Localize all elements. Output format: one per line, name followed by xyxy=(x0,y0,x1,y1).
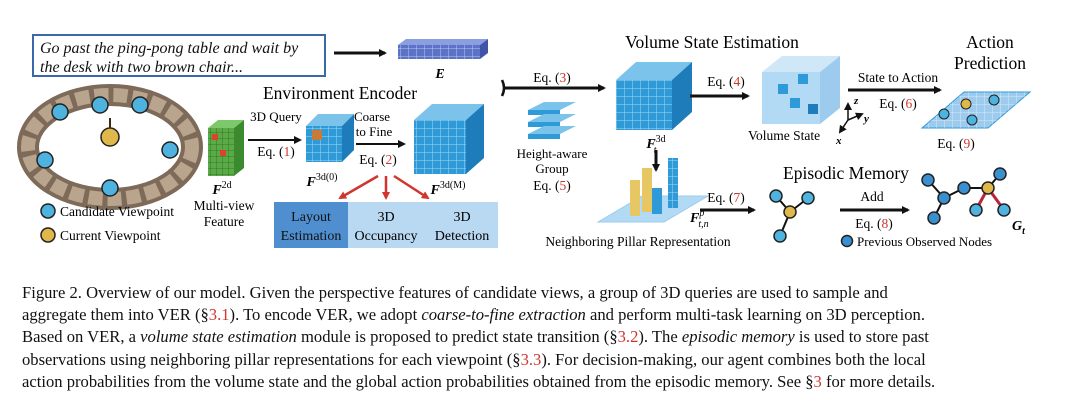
coarse-to-fine-label-line1: Coarse xyxy=(354,109,390,124)
volume-state-label: Volume State xyxy=(748,128,820,143)
candidate-viewpoint-marker xyxy=(161,141,179,159)
volume-feature-ft3d xyxy=(616,62,692,130)
axis-z-label: z xyxy=(853,95,859,107)
candidate-viewpoint-marker xyxy=(101,179,119,197)
multi-view-label-line1: Multi-view xyxy=(194,198,255,213)
volume-state-estimation-title: Volume State Estimation xyxy=(625,32,799,52)
f3dM-label: F3d(M) xyxy=(430,180,466,198)
legend-current-icon xyxy=(40,227,56,243)
local-graph xyxy=(769,189,815,243)
task-detection-label-line2: Detection xyxy=(435,229,489,244)
height-aware-label-line1: Height-aware xyxy=(517,146,588,161)
task-arrow-layout xyxy=(338,174,379,200)
eq2-label: Eq. (2) xyxy=(359,152,397,167)
neighboring-pillar-block xyxy=(596,158,710,223)
task-layout-label-line2: Estimation xyxy=(281,229,342,244)
task-detection-label-line1: 3D xyxy=(453,210,470,225)
embedding-label: E xyxy=(434,67,444,82)
height-aware-label-line2: Group xyxy=(535,161,568,176)
eq8-label: Eq. (8) xyxy=(855,216,893,231)
add-label: Add xyxy=(860,189,883,204)
eq5-label: Eq. (5) xyxy=(533,178,571,193)
caption-line-1: Figure 2. Overview of our model. Given t… xyxy=(22,283,888,302)
task-occupancy-label-line1: 3D xyxy=(377,210,394,225)
legend-candidate-label: Candidate Viewpoint xyxy=(60,204,174,219)
gt-label: Gt xyxy=(1012,219,1026,237)
instruction-text: Go past the ping-pong table and wait by … xyxy=(40,40,299,76)
action-prediction-grid xyxy=(920,91,1032,129)
bracket-mark xyxy=(500,79,506,97)
task-arrow-detection xyxy=(393,174,430,200)
state-to-action-label: State to Action xyxy=(858,70,938,85)
global-graph xyxy=(921,167,1011,225)
candidate-viewpoint-marker xyxy=(51,103,69,121)
current-viewpoint-marker xyxy=(100,127,120,147)
multi-view-label-line2: Feature xyxy=(204,214,244,229)
episodic-memory-title: Episodic Memory xyxy=(783,163,909,183)
fine-volume-f3dM xyxy=(414,104,484,174)
coarse-to-fine-label-line2: to Fine xyxy=(356,124,393,139)
action-prediction-title-line2: Prediction xyxy=(954,53,1026,73)
environment-encoder-title: Environment Encoder xyxy=(263,83,417,103)
overview-figure: E Candidate Viewpoint Current Viewpoint … xyxy=(17,32,1032,249)
height-aware-group-block xyxy=(528,102,576,139)
eq7-label: Eq. (7) xyxy=(707,190,745,205)
candidate-viewpoint-marker xyxy=(131,96,149,114)
instruction-box: Go past the ping-pong table and wait by … xyxy=(32,34,326,77)
action-prediction-title-line1: Action xyxy=(966,32,1014,52)
task-occupancy-label-line2: Occupancy xyxy=(355,229,418,244)
eq6-label: Eq. (6) xyxy=(879,96,917,111)
coarse-volume-f3d0 xyxy=(306,114,354,162)
eq1-label: Eq. (1) xyxy=(257,144,295,159)
axis-triad xyxy=(838,102,864,134)
legend-previous-node-icon xyxy=(840,234,854,248)
figure-caption: Figure 2. Overview of our model. Given t… xyxy=(22,282,1062,393)
axis-x-label: x xyxy=(835,135,842,147)
caption-line-3: Based on VER, a volume state estimation … xyxy=(22,327,929,347)
volume-state-cube xyxy=(762,56,840,124)
legend-previous-nodes-label: Previous Observed Nodes xyxy=(857,234,992,249)
caption-line-4: observations using neighboring pillar re… xyxy=(22,349,926,369)
axis-y-label: y xyxy=(862,113,869,125)
text-embedding-block xyxy=(398,39,488,59)
eq4-label: Eq. (4) xyxy=(707,74,745,89)
caption-line-2: aggregate them into VER (§3.1). To encod… xyxy=(22,305,925,325)
f2d-label: F2d xyxy=(211,180,231,198)
eq9-label: Eq. (9) xyxy=(937,136,975,151)
query-3d-label: 3D Query xyxy=(250,109,302,124)
neighboring-pillar-label: Neighboring Pillar Representation xyxy=(545,234,730,249)
multi-view-feature-block xyxy=(208,120,244,176)
legend-current-label: Current Viewpoint xyxy=(60,228,161,243)
eq3-label: Eq. (3) xyxy=(533,70,571,85)
legend-candidate-icon xyxy=(40,203,56,219)
task-layout-label-line1: Layout xyxy=(291,210,331,225)
task-layout-box xyxy=(274,202,348,248)
candidate-viewpoint-marker xyxy=(36,151,54,169)
caption-line-5: action probabilities from the volume sta… xyxy=(22,371,936,391)
f3d0-label: F3d(0) xyxy=(305,172,337,190)
panorama-ring xyxy=(17,84,203,210)
candidate-viewpoint-marker xyxy=(91,96,109,114)
